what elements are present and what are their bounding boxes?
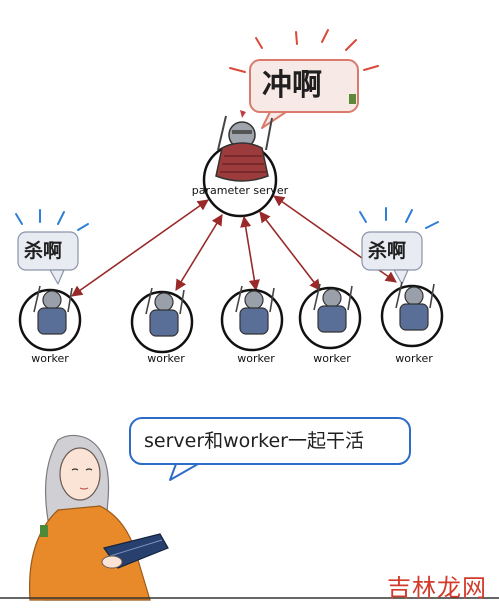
arrow-worker-2 <box>175 214 223 291</box>
worker-node-2 <box>130 287 194 354</box>
worker-node-3 <box>220 285 284 352</box>
worker-node-4 <box>298 283 362 350</box>
arrow-worker-1 <box>71 199 209 297</box>
badge-icon <box>349 94 356 104</box>
arrow-worker-3 <box>240 215 260 292</box>
server-shout-text: 冲啊 <box>262 68 322 103</box>
left-shout-text: 杀啊 <box>24 240 63 262</box>
server-knight-icon <box>215 110 273 182</box>
girl-reading-illustration <box>0 434 499 601</box>
arrow-worker-4 <box>259 211 321 291</box>
right-shout-text: 杀啊 <box>368 240 407 262</box>
server-shout-bubble <box>249 59 359 129</box>
shout-lines-right <box>359 207 439 229</box>
worker-node-1 <box>18 285 82 352</box>
worker-label-3: worker <box>237 352 275 365</box>
shout-lines-top <box>229 29 379 73</box>
left-shout-bubble <box>17 231 79 285</box>
worker-label-5: worker <box>395 352 433 365</box>
worker-label-4: worker <box>313 352 351 365</box>
worker-node-5 <box>380 281 444 348</box>
server-label: parameter server <box>191 184 289 197</box>
caption-bubble <box>129 417 411 481</box>
watermark-text: 吉林龙网 <box>387 574 487 602</box>
badge-icon-2 <box>40 525 48 537</box>
caption-text: server和worker一起干活 <box>144 430 364 452</box>
right-shout-bubble <box>361 231 423 285</box>
shout-lines-left <box>15 209 89 231</box>
worker-label-2: worker <box>147 352 185 365</box>
worker-label-1: worker <box>31 352 69 365</box>
